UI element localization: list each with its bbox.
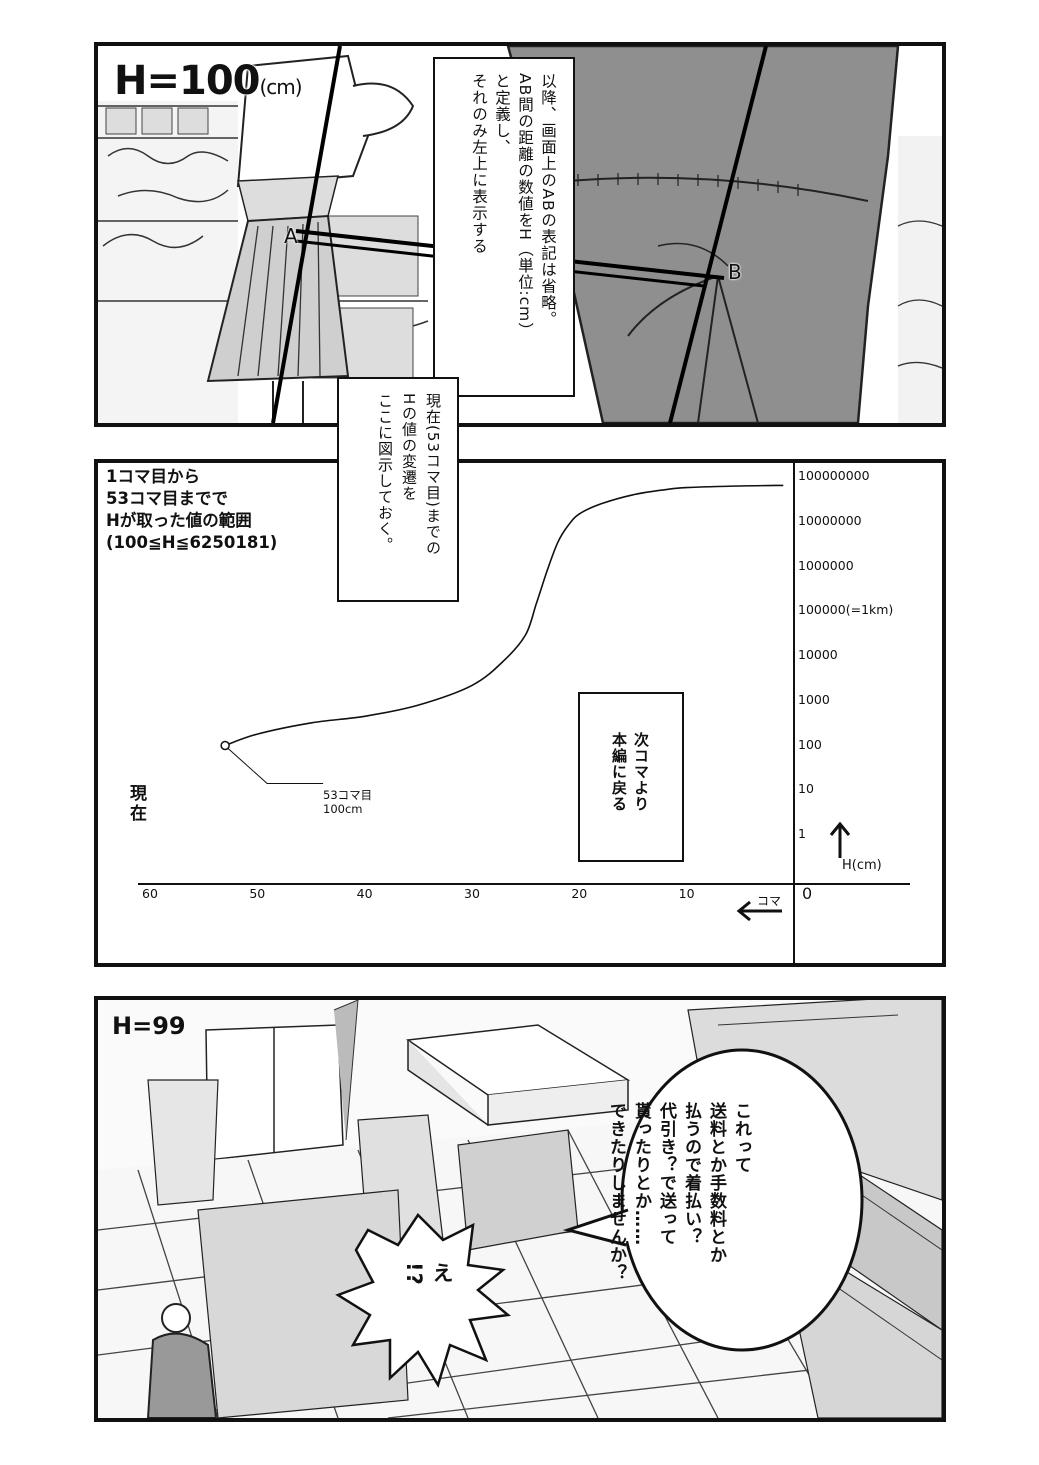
chart-axes [138,463,910,963]
range-note: 1コマ目から 53コマ目までで Hが取った値の範囲 (100≦H≦6250181… [106,467,278,552]
caption-box-definition: 以降、画面上のABの表記は省略。 AB間の距離の数値をH（単位:cm） と定義し… [433,57,575,397]
caption-chart-intro-text: 現在(53コマ目)までの Hの値の変遷を ここに図示しておく。 [376,393,442,556]
y-tick-label: 1000000 [798,557,854,573]
y-tick-label: 100000000 [798,468,870,483]
return-note-box: 次コマより 本編に戻る [578,692,684,862]
x-axis-arrow [736,900,782,922]
panel-3-store-illustration [98,1000,942,1418]
x-tick-label: 10 [678,886,695,901]
height-value: H=100 [114,58,261,105]
y-tick-label: 1 [798,826,806,841]
return-note-text: 次コマより 本編に戻る [610,732,650,812]
chart-markers [220,740,324,784]
point-a-marker: A [284,224,298,248]
annotation-leader-line [227,748,324,784]
data-point-current [220,740,230,751]
y-tick-label: 10000 [798,647,838,662]
y-tick-label: 100 [798,736,822,752]
origin-label: 0 [802,884,813,903]
y-tick-label: 10 [798,781,814,797]
height-unit: (cm) [259,75,303,100]
h-value-chart [138,463,910,963]
speech-bubble-text: これって 送料とか手数料とか 払うので着払い？ 代引き？で送って 貰ったりとか…… [606,1102,751,1282]
x-tick-label: 60 [142,886,158,901]
height-readout: H=100(cm) [114,58,304,105]
panel-1-illustration [98,46,942,423]
series-line-h [224,484,784,747]
x-tick-label: 50 [249,886,266,901]
point-b-marker: B [728,260,742,284]
y-tick-label: 100000(=1km) [798,602,894,618]
x-tick-label: 40 [356,886,373,901]
panel-2-chart [94,459,946,967]
frame-annotation: 53コマ目 100cm [323,788,373,816]
y-tick-label: 10000000 [798,512,862,528]
y-axis-arrow [829,821,851,858]
panel-3: H=99 [94,996,946,1422]
x-axis-label: コマ [757,894,782,908]
caption-definition-text: 以降、画面上のABの表記は省略。 AB間の距離の数値をH（単位:cm） と定義し… [470,73,557,339]
x-tick-label: 20 [571,886,588,901]
x-tick-label: 30 [464,886,480,901]
y-tick-label: 1000 [798,691,830,707]
current-label: 現在 [126,784,146,824]
y-axis-label: H(cm) [842,858,882,873]
height-readout-99: H=99 [112,1012,186,1040]
caption-box-chart-intro: 現在(53コマ目)までの Hの値の変遷を ここに図示しておく。 [337,377,459,602]
shout-text: え !? [402,1262,454,1286]
